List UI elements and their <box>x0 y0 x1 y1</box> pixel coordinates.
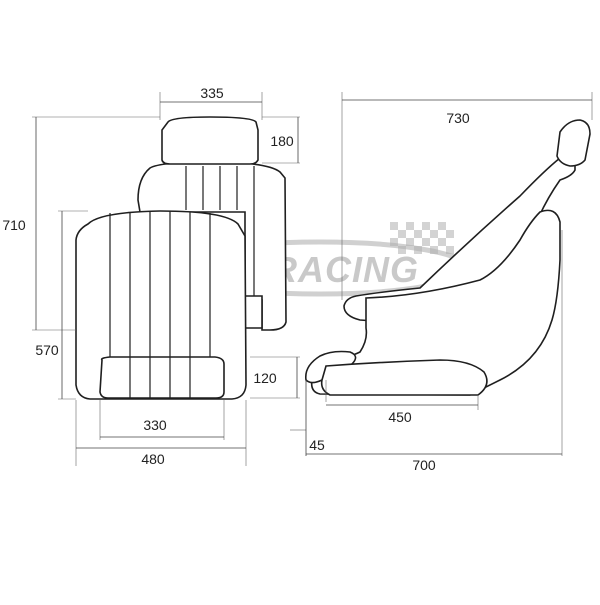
dim-label-headrest-width: 335 <box>200 85 224 101</box>
dim-label-headrest-height: 180 <box>270 133 294 149</box>
dimension-lines <box>32 92 593 466</box>
seat-front-view-rear <box>137 116 287 331</box>
seat-front-view <box>75 210 247 400</box>
seat-cushion-front <box>99 356 225 399</box>
dim-label-inner-width: 330 <box>143 417 167 433</box>
side-seat-bottom <box>320 359 488 396</box>
dim-label-total-height: 710 <box>2 217 26 233</box>
dim-label-rise: 45 <box>309 437 325 453</box>
seat-side-view <box>304 119 591 396</box>
headrest <box>161 116 259 165</box>
dim-label-cushion-height: 120 <box>253 370 277 386</box>
seat-back-front <box>75 210 247 400</box>
dimension-labels: 335 180 710 570 120 330 480 730 450 45 7… <box>2 85 470 473</box>
dim-label-seat-length: 450 <box>388 409 412 425</box>
checkered-flag-icon <box>390 222 454 254</box>
side-headrest <box>556 119 591 167</box>
dim-label-side-length: 730 <box>446 110 470 126</box>
dim-label-back-height: 570 <box>35 342 59 358</box>
dim-label-overall-depth: 700 <box>412 457 436 473</box>
dim-label-outer-width: 480 <box>141 451 165 467</box>
